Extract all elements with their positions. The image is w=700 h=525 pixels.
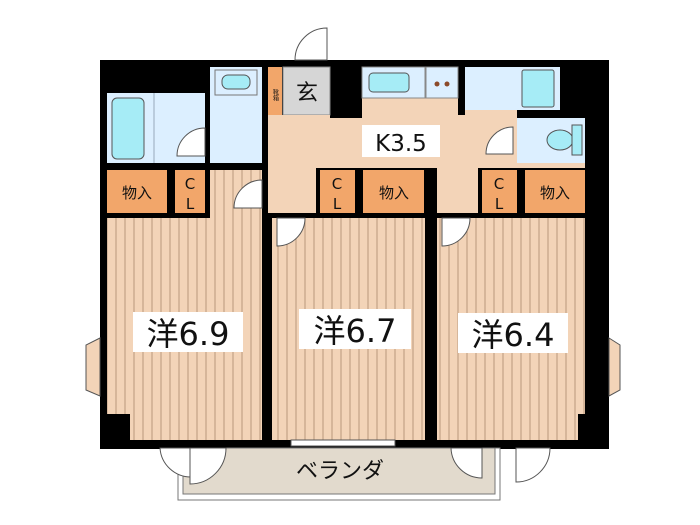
room-2-label-bg: [299, 309, 411, 349]
veranda-label: ベランダ: [296, 459, 384, 484]
door-icon: [450, 447, 483, 479]
bay-window-right: [608, 337, 621, 397]
burner-icon: [434, 81, 440, 87]
door-icon: [515, 447, 551, 483]
cl-1-bottom: L: [186, 195, 195, 213]
toilet-icon: [546, 129, 574, 151]
kitchen-label-bg: [362, 125, 440, 157]
closet-3-label: 物入: [540, 184, 570, 202]
entrance: [282, 66, 331, 116]
front-door-icon: [294, 27, 328, 61]
cl-3-top: C: [494, 175, 504, 193]
cl-2-top: C: [332, 175, 342, 193]
door-icon: [441, 217, 471, 247]
burner-icon: [444, 81, 450, 87]
room-1-label-bg: [133, 312, 243, 352]
cl-2-bottom: L: [333, 195, 342, 213]
kitchen-label: K3.5: [375, 131, 427, 157]
entrance-label: 玄: [296, 81, 318, 106]
bay-window-left: [85, 337, 101, 397]
room-2-label: 洋6.7: [314, 312, 397, 350]
closet-1: [107, 170, 167, 213]
bathtub-icon: [111, 97, 145, 160]
washing-machine-icon: [521, 69, 555, 108]
room-3-label-bg: [458, 313, 568, 353]
kitchen-sink-icon: [368, 72, 410, 93]
sliding-door: [290, 439, 396, 447]
door-icon: [233, 179, 263, 209]
cl-2: [320, 170, 355, 213]
door-icon: [276, 217, 306, 247]
shoe-box: [268, 67, 282, 115]
room-3-label: 洋6.4: [472, 316, 555, 354]
door-icon: [176, 127, 206, 157]
closet-2: [363, 170, 424, 213]
door-icon: [189, 447, 227, 485]
closet-3: [525, 170, 585, 213]
stove: [425, 66, 459, 99]
door-icon: [159, 447, 192, 478]
cl-3-bottom: L: [495, 195, 504, 213]
closet-2-label: 物入: [379, 184, 409, 202]
cl-3: [482, 170, 517, 213]
closet-1-label: 物入: [122, 184, 152, 202]
door-icon: [485, 126, 514, 155]
cl-1: [175, 170, 205, 213]
shoe-box-label: 靴箱: [272, 88, 279, 102]
room-1-label: 洋6.9: [147, 315, 230, 353]
cl-1-top: C: [185, 175, 195, 193]
